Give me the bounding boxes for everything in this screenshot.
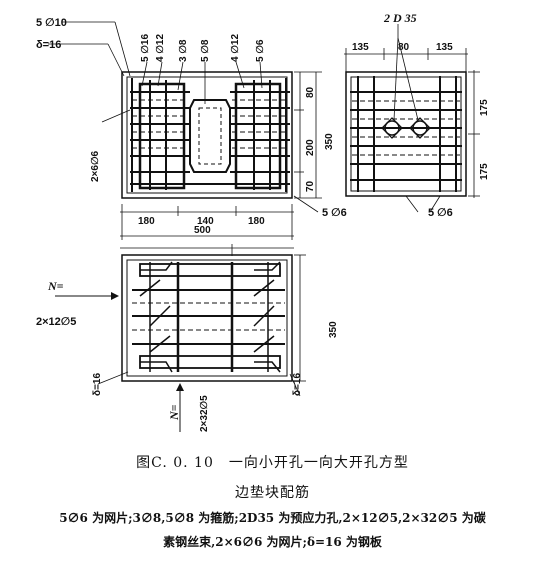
plan-block-outline bbox=[121, 71, 293, 199]
plan-dim-w2: 140 bbox=[197, 216, 214, 227]
plan-dim-w1: 180 bbox=[138, 216, 155, 227]
side-mesh-label: 5 ∅6 bbox=[428, 207, 453, 219]
plan-mesh-label: 5 ∅10 bbox=[36, 17, 67, 29]
plan-stirrup-e-label: 4 ∅12 bbox=[230, 34, 241, 62]
plan-stirrup-f-label: 5 ∅6 bbox=[255, 39, 266, 62]
section-force-label: N= bbox=[47, 279, 64, 293]
reinforcement-drawing: 5 ∅10 δ=16 5 ∅16 4 ∅12 3 ∅8 5 ∅8 4 ∅12 5… bbox=[36, 11, 490, 432]
side-dim-w2: 80 bbox=[398, 42, 410, 53]
side-dim-w3: 135 bbox=[436, 42, 453, 53]
plan-view bbox=[48, 21, 322, 240]
plan-dim-w3: 180 bbox=[248, 216, 265, 227]
plan-dim-w-total: 500 bbox=[194, 225, 211, 236]
plan-dim-h2: 200 bbox=[305, 139, 316, 156]
section-force-v-label: N= bbox=[167, 404, 181, 421]
section-view bbox=[55, 244, 306, 432]
section-plate-right-label: δ=16 bbox=[292, 373, 303, 396]
figure-note-line1: 5∅6 为网片;3∅8,5∅8 为箍筋;2D35 为预应力孔,2×12∅5,2×… bbox=[59, 511, 486, 525]
duct-right bbox=[412, 120, 428, 136]
section-tendon-v-label: 2×32∅5 bbox=[199, 395, 210, 432]
section-plate-left-label: δ=16 bbox=[92, 373, 103, 396]
plan-bottom-mesh-label: 5 ∅6 bbox=[322, 207, 347, 219]
plan-stirrup-d-label: 5 ∅8 bbox=[200, 39, 211, 62]
side-dim-w1: 135 bbox=[352, 42, 369, 53]
plan-dim-h3: 70 bbox=[305, 180, 316, 192]
plan-stirrup-b-label: 4 ∅12 bbox=[155, 34, 166, 62]
plan-left-stirrup bbox=[138, 82, 186, 190]
plan-side-mesh-label: 2×6∅6 bbox=[90, 150, 101, 182]
figure-title: 图C. 0. 10 一向小开孔一向大开孔方型 bbox=[136, 455, 409, 471]
side-dim-h2: 175 bbox=[479, 163, 490, 180]
section-tendon-h-label: 2×12∅5 bbox=[36, 316, 76, 328]
plan-right-stirrup bbox=[234, 82, 282, 190]
plan-dim-h-total: 350 bbox=[324, 133, 335, 150]
plan-opening bbox=[189, 99, 231, 173]
section-block-outline bbox=[121, 254, 293, 382]
plan-stirrup-a-label: 5 ∅16 bbox=[140, 34, 151, 62]
side-view bbox=[344, 24, 480, 213]
side-duct-label: 2 D 35 bbox=[383, 11, 417, 25]
side-dim-h1: 175 bbox=[479, 99, 490, 116]
figure-note-line2: 素钢丝束,2×6∅6 为网片;δ=16 为钢板 bbox=[163, 535, 382, 549]
figure-subtitle: 边垫块配筋 bbox=[235, 485, 310, 501]
side-block-outline bbox=[345, 71, 467, 197]
plan-stirrup-c-label: 3 ∅8 bbox=[178, 39, 189, 62]
duct-left bbox=[384, 120, 400, 136]
plan-plate-label: δ=16 bbox=[36, 39, 61, 51]
section-dim-h: 350 bbox=[328, 321, 339, 338]
plan-dim-h1: 80 bbox=[305, 86, 316, 98]
